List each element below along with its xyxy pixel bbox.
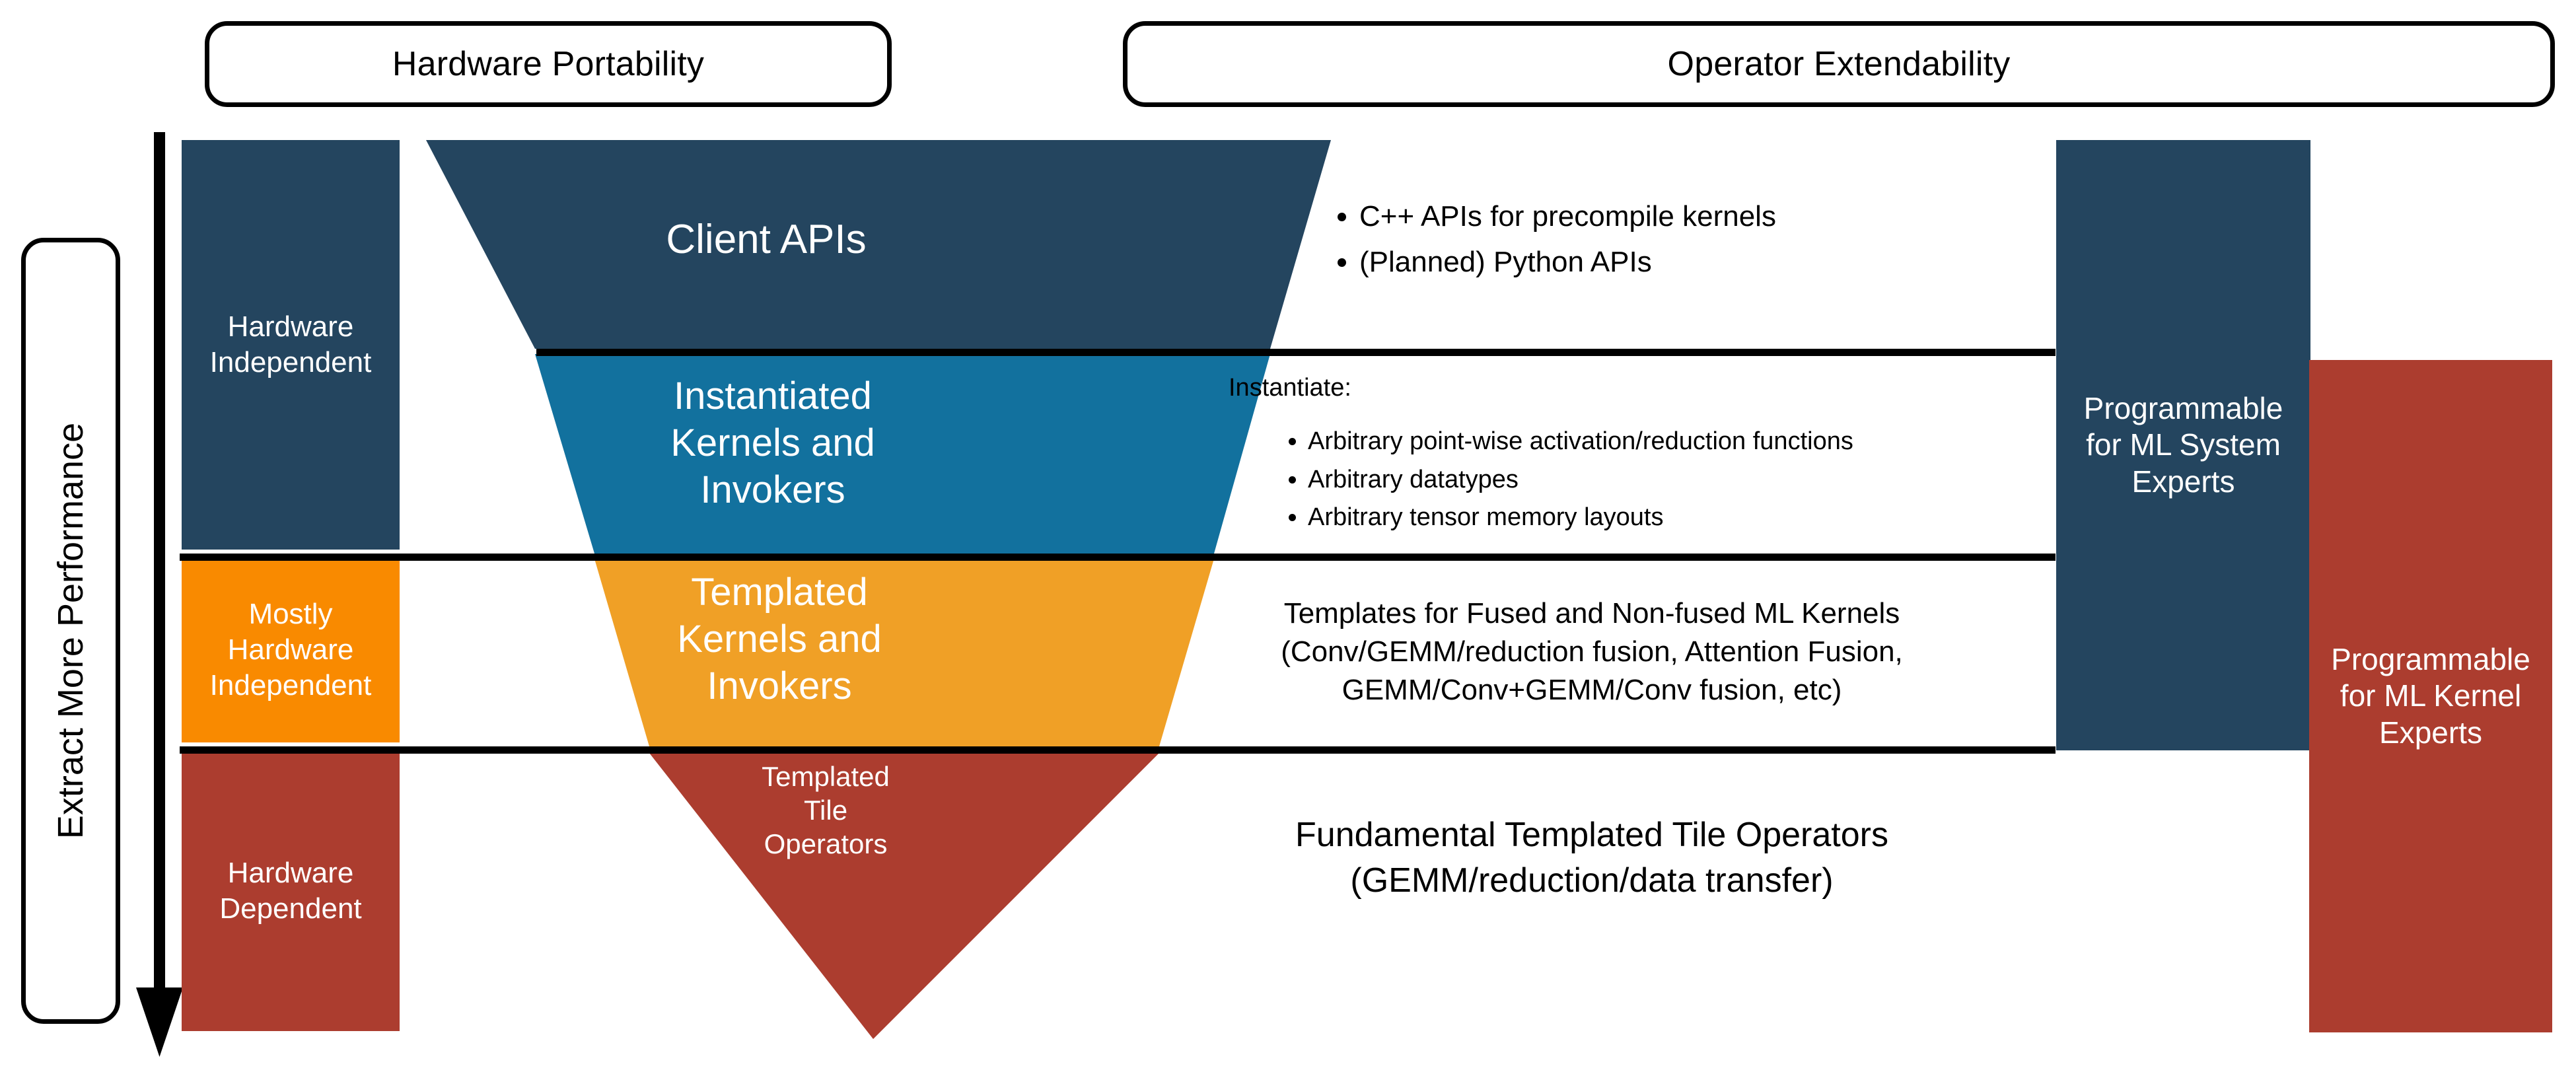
hardware-level-label: Mostly Hardware Independent	[209, 598, 372, 701]
hardware-level-mostly-hardware-independent: Mostly Hardware Independent	[182, 557, 400, 742]
funnel-label-templated-kernels: Templated Kernels and Invokers	[677, 571, 882, 707]
list-item: (Planned) Python APIs	[1359, 244, 2034, 280]
funnel-label-instantiated-kernels: Instantiated Kernels and Invokers	[670, 375, 875, 511]
hardware-level-label: Hardware Dependent	[219, 856, 362, 925]
description-client-apis: C++ APIs for precompile kernels (Planned…	[1321, 198, 2034, 289]
header-operator-extendability-label: Operator Extendability	[1667, 45, 2011, 83]
description-instantiate-lead: Instantiate:	[1229, 374, 1351, 402]
description-templated-kernels: Templates for Fused and Non-fused ML Ker…	[1163, 594, 2021, 709]
list-item: C++ APIs for precompile kernels	[1359, 198, 2034, 234]
funnel-label-templated-tile-operators: Templated Tile Operators	[762, 761, 890, 860]
persona-label: Programmable for ML Kernel Experts	[2331, 642, 2530, 750]
divider-rule-top	[536, 349, 2056, 356]
description-line: Templates for Fused and Non-fused ML Ker…	[1283, 597, 1900, 629]
description-instantiated-kernels: Instantiate: Arbitrary point-wise activa…	[1229, 374, 2041, 540]
down-arrow-icon	[136, 132, 183, 1057]
hardware-level-label: Hardware Independent	[209, 310, 372, 378]
hardware-level-hardware-independent: Hardware Independent	[182, 140, 400, 550]
persona-ml-kernel-experts: Programmable for ML Kernel Experts	[2309, 360, 2552, 1032]
description-line: (Conv/GEMM/reduction fusion, Attention F…	[1281, 635, 1903, 668]
divider-rule-middle	[180, 554, 2056, 561]
description-line: GEMM/Conv+GEMM/Conv fusion, etc)	[1342, 674, 1842, 707]
description-tile-operators: Fundamental Templated Tile Operators (GE…	[1123, 812, 2061, 903]
divider-rule-bottom	[180, 746, 2056, 754]
header-hardware-portability-label: Hardware Portability	[392, 45, 705, 83]
header-hardware-portability: Hardware Portability	[205, 21, 892, 107]
hardware-level-hardware-dependent: Hardware Dependent	[182, 750, 400, 1031]
description-line: (GEMM/reduction/data transfer)	[1350, 861, 1834, 900]
performance-axis-pill: Extract More Performance	[21, 238, 120, 1024]
persona-label: Programmable for ML System Experts	[2083, 391, 2283, 499]
list-item: Arbitrary datatypes	[1308, 464, 2041, 496]
persona-ml-system-experts: Programmable for ML System Experts	[2056, 140, 2310, 750]
list-item: Arbitrary tensor memory layouts	[1308, 502, 2041, 534]
description-line: Fundamental Templated Tile Operators	[1295, 816, 1888, 854]
performance-axis-label: Extract More Performance	[51, 422, 90, 840]
funnel-label-client-apis: Client APIs	[666, 217, 867, 262]
header-operator-extendability: Operator Extendability	[1123, 21, 2555, 107]
list-item: Arbitrary point-wise activation/reductio…	[1308, 426, 2041, 458]
